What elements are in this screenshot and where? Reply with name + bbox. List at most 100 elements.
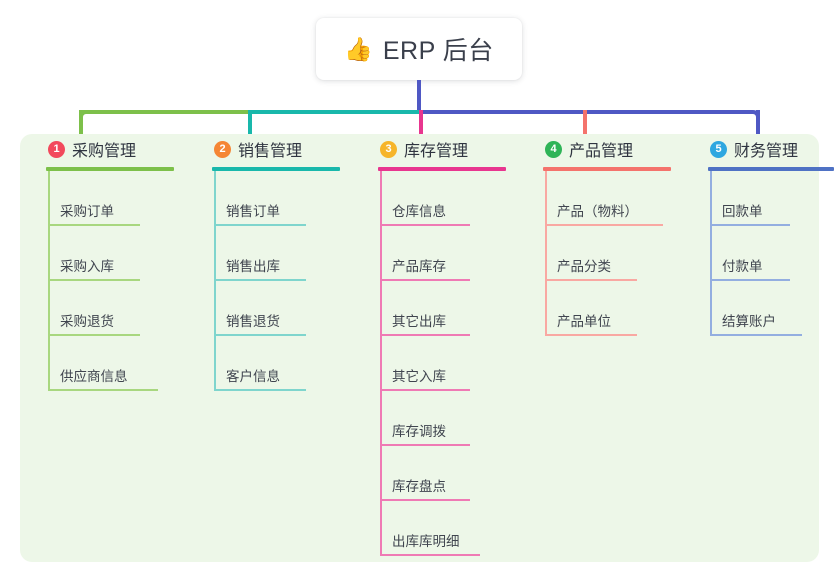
- module-item[interactable]: 产品（物料）: [535, 171, 693, 226]
- module-column-4: 4 产品管理产品（物料） 产品分类产品单位: [535, 134, 693, 336]
- module-spine: [380, 171, 382, 556]
- module-item[interactable]: 产品分类: [535, 226, 693, 281]
- module-title: 采购管理: [72, 143, 137, 160]
- bus-left-corner: [79, 110, 93, 124]
- module-item-rule: [214, 389, 306, 391]
- module-item-label: 采购订单: [60, 204, 114, 219]
- module-item-label: 销售出库: [226, 259, 280, 274]
- module-title: 销售管理: [238, 143, 303, 160]
- module-item[interactable]: 出库库明细: [370, 501, 528, 556]
- module-number-badge: 5: [710, 140, 727, 158]
- drop-connector-3: [419, 110, 423, 148]
- module-column-2: 2 销售管理销售订单销售出库销售退货客户信息: [204, 134, 362, 391]
- bus-segment-1: [83, 110, 248, 114]
- module-item-rule: [545, 334, 637, 336]
- module-header-4[interactable]: 4 产品管理: [535, 134, 693, 164]
- drop-connector-4: [583, 110, 587, 148]
- module-item-label: 其它入库: [392, 369, 446, 384]
- module-item-label: 其它出库: [392, 314, 446, 329]
- bus-segment-2: [248, 110, 419, 114]
- bus-right-corner: [746, 110, 760, 124]
- module-item[interactable]: 库存盘点: [370, 446, 528, 501]
- module-item[interactable]: 其它入库: [370, 336, 528, 391]
- module-column-3: 3 库存管理仓库信息产品库存其它出库其它入库库存调拨库存盘点出库库明细: [370, 134, 528, 556]
- module-header-rule: [212, 167, 340, 171]
- module-item-rule: [545, 224, 663, 226]
- module-item[interactable]: 销售出库: [204, 226, 362, 281]
- module-column-1: 1 采购管理采购订单采购入库采购退货供应商信息: [38, 134, 196, 391]
- module-item-label: 仓库信息: [392, 204, 446, 219]
- module-item[interactable]: 采购入库: [38, 226, 196, 281]
- module-item[interactable]: 产品库存: [370, 226, 528, 281]
- module-number-badge: 3: [380, 140, 397, 158]
- module-item[interactable]: 其它出库: [370, 281, 528, 336]
- root-node-card[interactable]: 👍 ERP 后台: [316, 18, 522, 80]
- module-item-label: 采购退货: [60, 314, 114, 329]
- module-item-label: 库存调拨: [392, 424, 446, 439]
- module-number-badge: 1: [48, 140, 65, 158]
- module-header-2[interactable]: 2 销售管理: [204, 134, 362, 164]
- module-title: 产品管理: [569, 143, 634, 160]
- module-item-rule: [214, 279, 306, 281]
- module-item[interactable]: 产品单位: [535, 281, 693, 336]
- module-item-rule: [380, 499, 470, 501]
- module-item-label: 供应商信息: [60, 369, 128, 384]
- module-item[interactable]: 销售退货: [204, 281, 362, 336]
- module-item-label: 结算账户: [722, 314, 776, 329]
- module-item[interactable]: 采购订单: [38, 171, 196, 226]
- module-header-rule: [543, 167, 671, 171]
- module-spine: [214, 171, 216, 391]
- module-header-3[interactable]: 3 库存管理: [370, 134, 528, 164]
- module-item-rule: [380, 334, 470, 336]
- module-item[interactable]: 销售订单: [204, 171, 362, 226]
- module-header-rule: [46, 167, 174, 171]
- module-item-label: 销售退货: [226, 314, 280, 329]
- module-item[interactable]: 客户信息: [204, 336, 362, 391]
- module-spine: [545, 171, 547, 336]
- module-item[interactable]: 采购退货: [38, 281, 196, 336]
- module-item-label: 库存盘点: [392, 479, 446, 494]
- module-item-label: 产品（物料）: [557, 204, 638, 219]
- module-item-rule: [380, 279, 470, 281]
- module-item-rule: [380, 389, 470, 391]
- drop-connector-5: [756, 110, 760, 148]
- module-item-label: 出库库明细: [392, 534, 460, 549]
- module-column-5: 5 财务管理回款单付款单结算账户: [700, 134, 839, 336]
- root-stem-connector: [417, 80, 421, 112]
- module-number-badge: 4: [545, 140, 562, 158]
- module-item-label: 销售订单: [226, 204, 280, 219]
- module-item[interactable]: 仓库信息: [370, 171, 528, 226]
- module-item-list: 采购订单采购入库采购退货供应商信息: [38, 171, 196, 391]
- module-item-rule: [545, 279, 637, 281]
- module-item-rule: [710, 334, 802, 336]
- module-number-badge: 2: [214, 140, 231, 158]
- module-item[interactable]: 回款单: [700, 171, 839, 226]
- module-item-rule: [214, 334, 306, 336]
- module-spine: [710, 171, 712, 336]
- drop-connector-2: [248, 110, 252, 148]
- module-header-1[interactable]: 1 采购管理: [38, 134, 196, 164]
- module-header-rule: [378, 167, 506, 171]
- module-item-list: 销售订单销售出库销售退货客户信息: [204, 171, 362, 391]
- module-item-rule: [48, 334, 140, 336]
- module-item-label: 付款单: [722, 259, 763, 274]
- module-item-rule: [710, 279, 790, 281]
- module-item-rule: [710, 224, 790, 226]
- module-item[interactable]: 供应商信息: [38, 336, 196, 391]
- module-header-5[interactable]: 5 财务管理: [700, 134, 839, 164]
- module-item-list: 产品（物料） 产品分类产品单位: [535, 171, 693, 336]
- modules-panel: 1 采购管理采购订单采购入库采购退货供应商信息 2 销售管理销售订单销售出库销售退货客…: [20, 134, 834, 562]
- module-item-list: 仓库信息产品库存其它出库其它入库库存调拨库存盘点出库库明细: [370, 171, 528, 556]
- module-item[interactable]: 库存调拨: [370, 391, 528, 446]
- module-title: 财务管理: [734, 143, 799, 160]
- module-item-rule: [214, 224, 306, 226]
- module-item-rule: [380, 444, 470, 446]
- module-item[interactable]: 结算账户: [700, 281, 839, 336]
- module-item[interactable]: 付款单: [700, 226, 839, 281]
- page-title: ERP 后台: [382, 37, 494, 65]
- module-item-label: 产品分类: [557, 259, 611, 274]
- module-item-rule: [380, 224, 470, 226]
- module-title: 库存管理: [404, 143, 469, 160]
- module-item-label: 采购入库: [60, 259, 114, 274]
